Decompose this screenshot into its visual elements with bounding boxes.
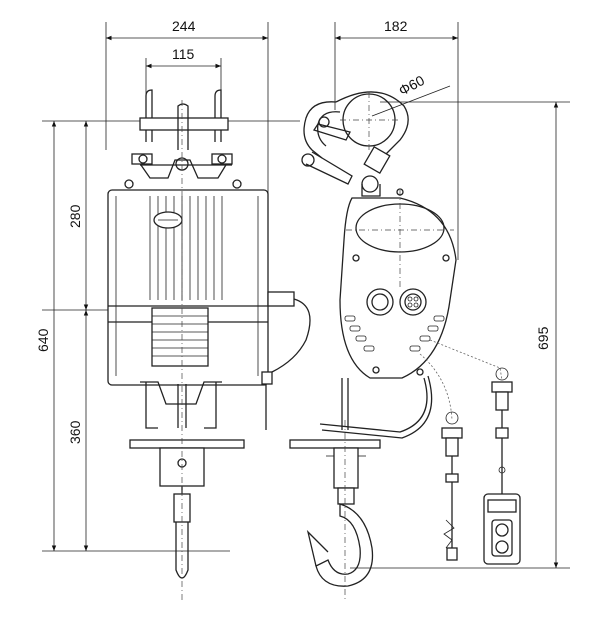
side-view <box>289 91 521 600</box>
dimension-lines <box>42 22 570 569</box>
dim-front-width: 244 <box>172 18 196 34</box>
front-view <box>107 89 311 600</box>
dim-rope-diameter: Φ60 <box>396 72 427 99</box>
dim-upper-height: 280 <box>67 204 83 228</box>
dim-side-width: 182 <box>384 18 408 34</box>
dim-total-height: 640 <box>35 328 51 352</box>
dim-lower-height: 360 <box>67 420 83 444</box>
dim-overall-height: 695 <box>535 326 551 350</box>
dim-front-inner-width: 115 <box>172 46 195 62</box>
